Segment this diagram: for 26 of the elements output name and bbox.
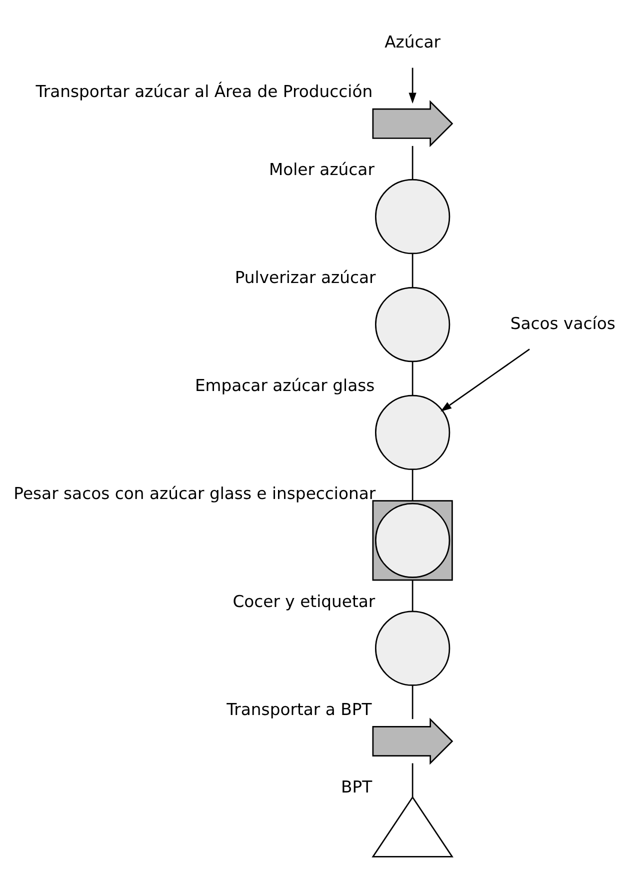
arrow xyxy=(408,67,416,104)
node-label: Moler azúcar xyxy=(268,160,374,179)
node-label: Pulverizar azúcar xyxy=(234,267,376,286)
node-arrow xyxy=(372,717,454,764)
node-text: Azúcar xyxy=(384,32,441,51)
node-triangle xyxy=(372,796,454,857)
node-circle xyxy=(375,286,450,362)
node-label: Transportar a BPT xyxy=(226,699,372,718)
connector xyxy=(412,468,414,500)
connector xyxy=(412,684,414,719)
node-label: BPT xyxy=(340,777,372,796)
connector xyxy=(412,762,414,797)
node-circle xyxy=(375,178,450,254)
node-text: Sacos vacíos xyxy=(510,313,616,332)
connector xyxy=(412,361,414,396)
connector xyxy=(412,145,414,180)
connector xyxy=(412,580,414,611)
node-arrow xyxy=(372,100,454,147)
arrow xyxy=(440,348,530,411)
node-label: Pesar sacos con azúcar glass e inspeccionar xyxy=(14,483,376,502)
node-label: Empacar azúcar glass xyxy=(194,375,375,394)
node-label: Transportar azúcar al Área de Producción xyxy=(36,82,373,101)
connector xyxy=(412,253,414,288)
node-circle xyxy=(375,394,450,470)
node-label: Cocer y etiquetar xyxy=(232,591,376,610)
node-circle xyxy=(375,610,450,686)
